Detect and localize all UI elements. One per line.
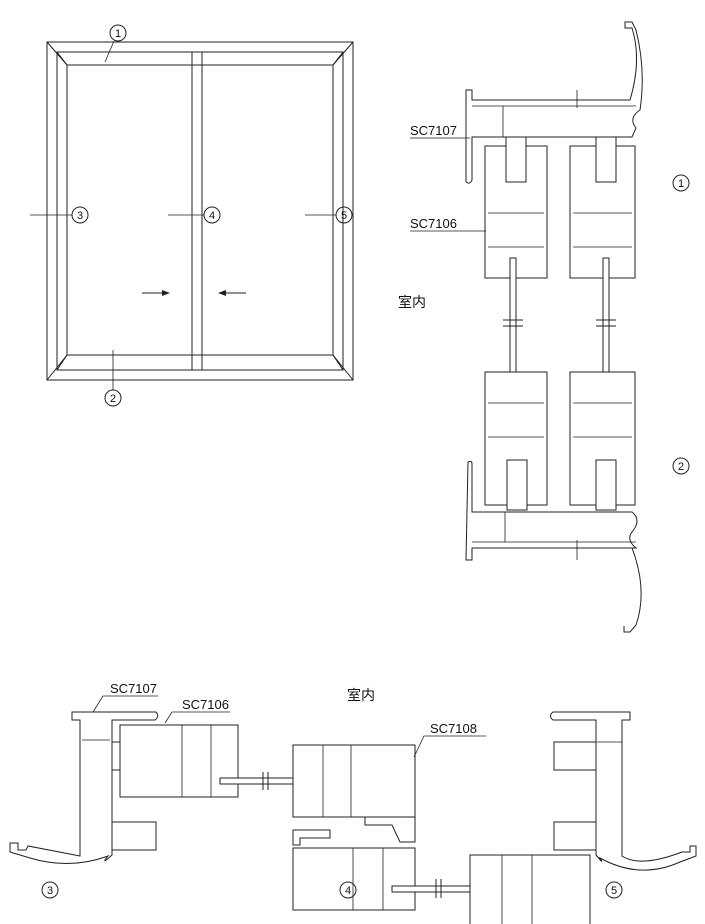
bottom-sash-profiles bbox=[484, 371, 636, 511]
interlock-profiles bbox=[292, 744, 416, 911]
indoor-label-horizontal: 室内 bbox=[347, 687, 375, 704]
horizontal-section: SC7107 SC7106 SC7108 室内 3 4 5 bbox=[9, 681, 697, 924]
right-sash-profile bbox=[469, 854, 591, 924]
section-callout-3 bbox=[41, 881, 59, 899]
svg-text:2: 2 bbox=[678, 461, 684, 473]
window-elevation: 1 3 4 5 2 bbox=[30, 24, 354, 407]
svg-text:4: 4 bbox=[209, 210, 215, 222]
label-sc7106: SC7106 bbox=[410, 216, 457, 231]
section-callout-2 bbox=[672, 457, 690, 475]
svg-text:2: 2 bbox=[110, 393, 116, 405]
label-sc7107-horizontal: SC7107 bbox=[110, 681, 157, 696]
arrow-right bbox=[142, 290, 170, 296]
svg-text:5: 5 bbox=[611, 885, 617, 897]
inner-frame bbox=[56, 51, 344, 371]
label-sc7108: SC7108 bbox=[430, 721, 477, 736]
svg-text:3: 3 bbox=[47, 885, 53, 897]
left-sash-profile bbox=[119, 724, 239, 798]
section-callout-4 bbox=[339, 881, 357, 899]
svg-text:1: 1 bbox=[678, 178, 684, 190]
section-callout-5 bbox=[605, 881, 623, 899]
label-sc7107: SC7107 bbox=[410, 123, 457, 138]
svg-text:5: 5 bbox=[341, 210, 347, 222]
vertical-section: SC7107 SC7106 室内 1 2 bbox=[398, 21, 690, 633]
indoor-label: 室内 bbox=[398, 294, 426, 311]
callout-3 bbox=[71, 206, 89, 224]
svg-text:3: 3 bbox=[77, 210, 83, 222]
svg-text:4: 4 bbox=[345, 885, 351, 897]
right-jamb-profile bbox=[550, 711, 697, 871]
top-sash-profiles bbox=[484, 136, 636, 279]
outer-frame bbox=[46, 41, 354, 381]
bottom-frame-profile bbox=[465, 460, 642, 633]
callout-4 bbox=[203, 206, 221, 224]
callout-1 bbox=[109, 24, 127, 42]
label-sc7106-horizontal: SC7106 bbox=[182, 697, 229, 712]
right-sash bbox=[201, 64, 334, 356]
svg-text:1: 1 bbox=[115, 28, 121, 40]
callout-2 bbox=[104, 389, 122, 407]
callout-5 bbox=[335, 206, 353, 224]
arrow-left bbox=[218, 290, 246, 296]
section-callout-1 bbox=[672, 174, 690, 192]
